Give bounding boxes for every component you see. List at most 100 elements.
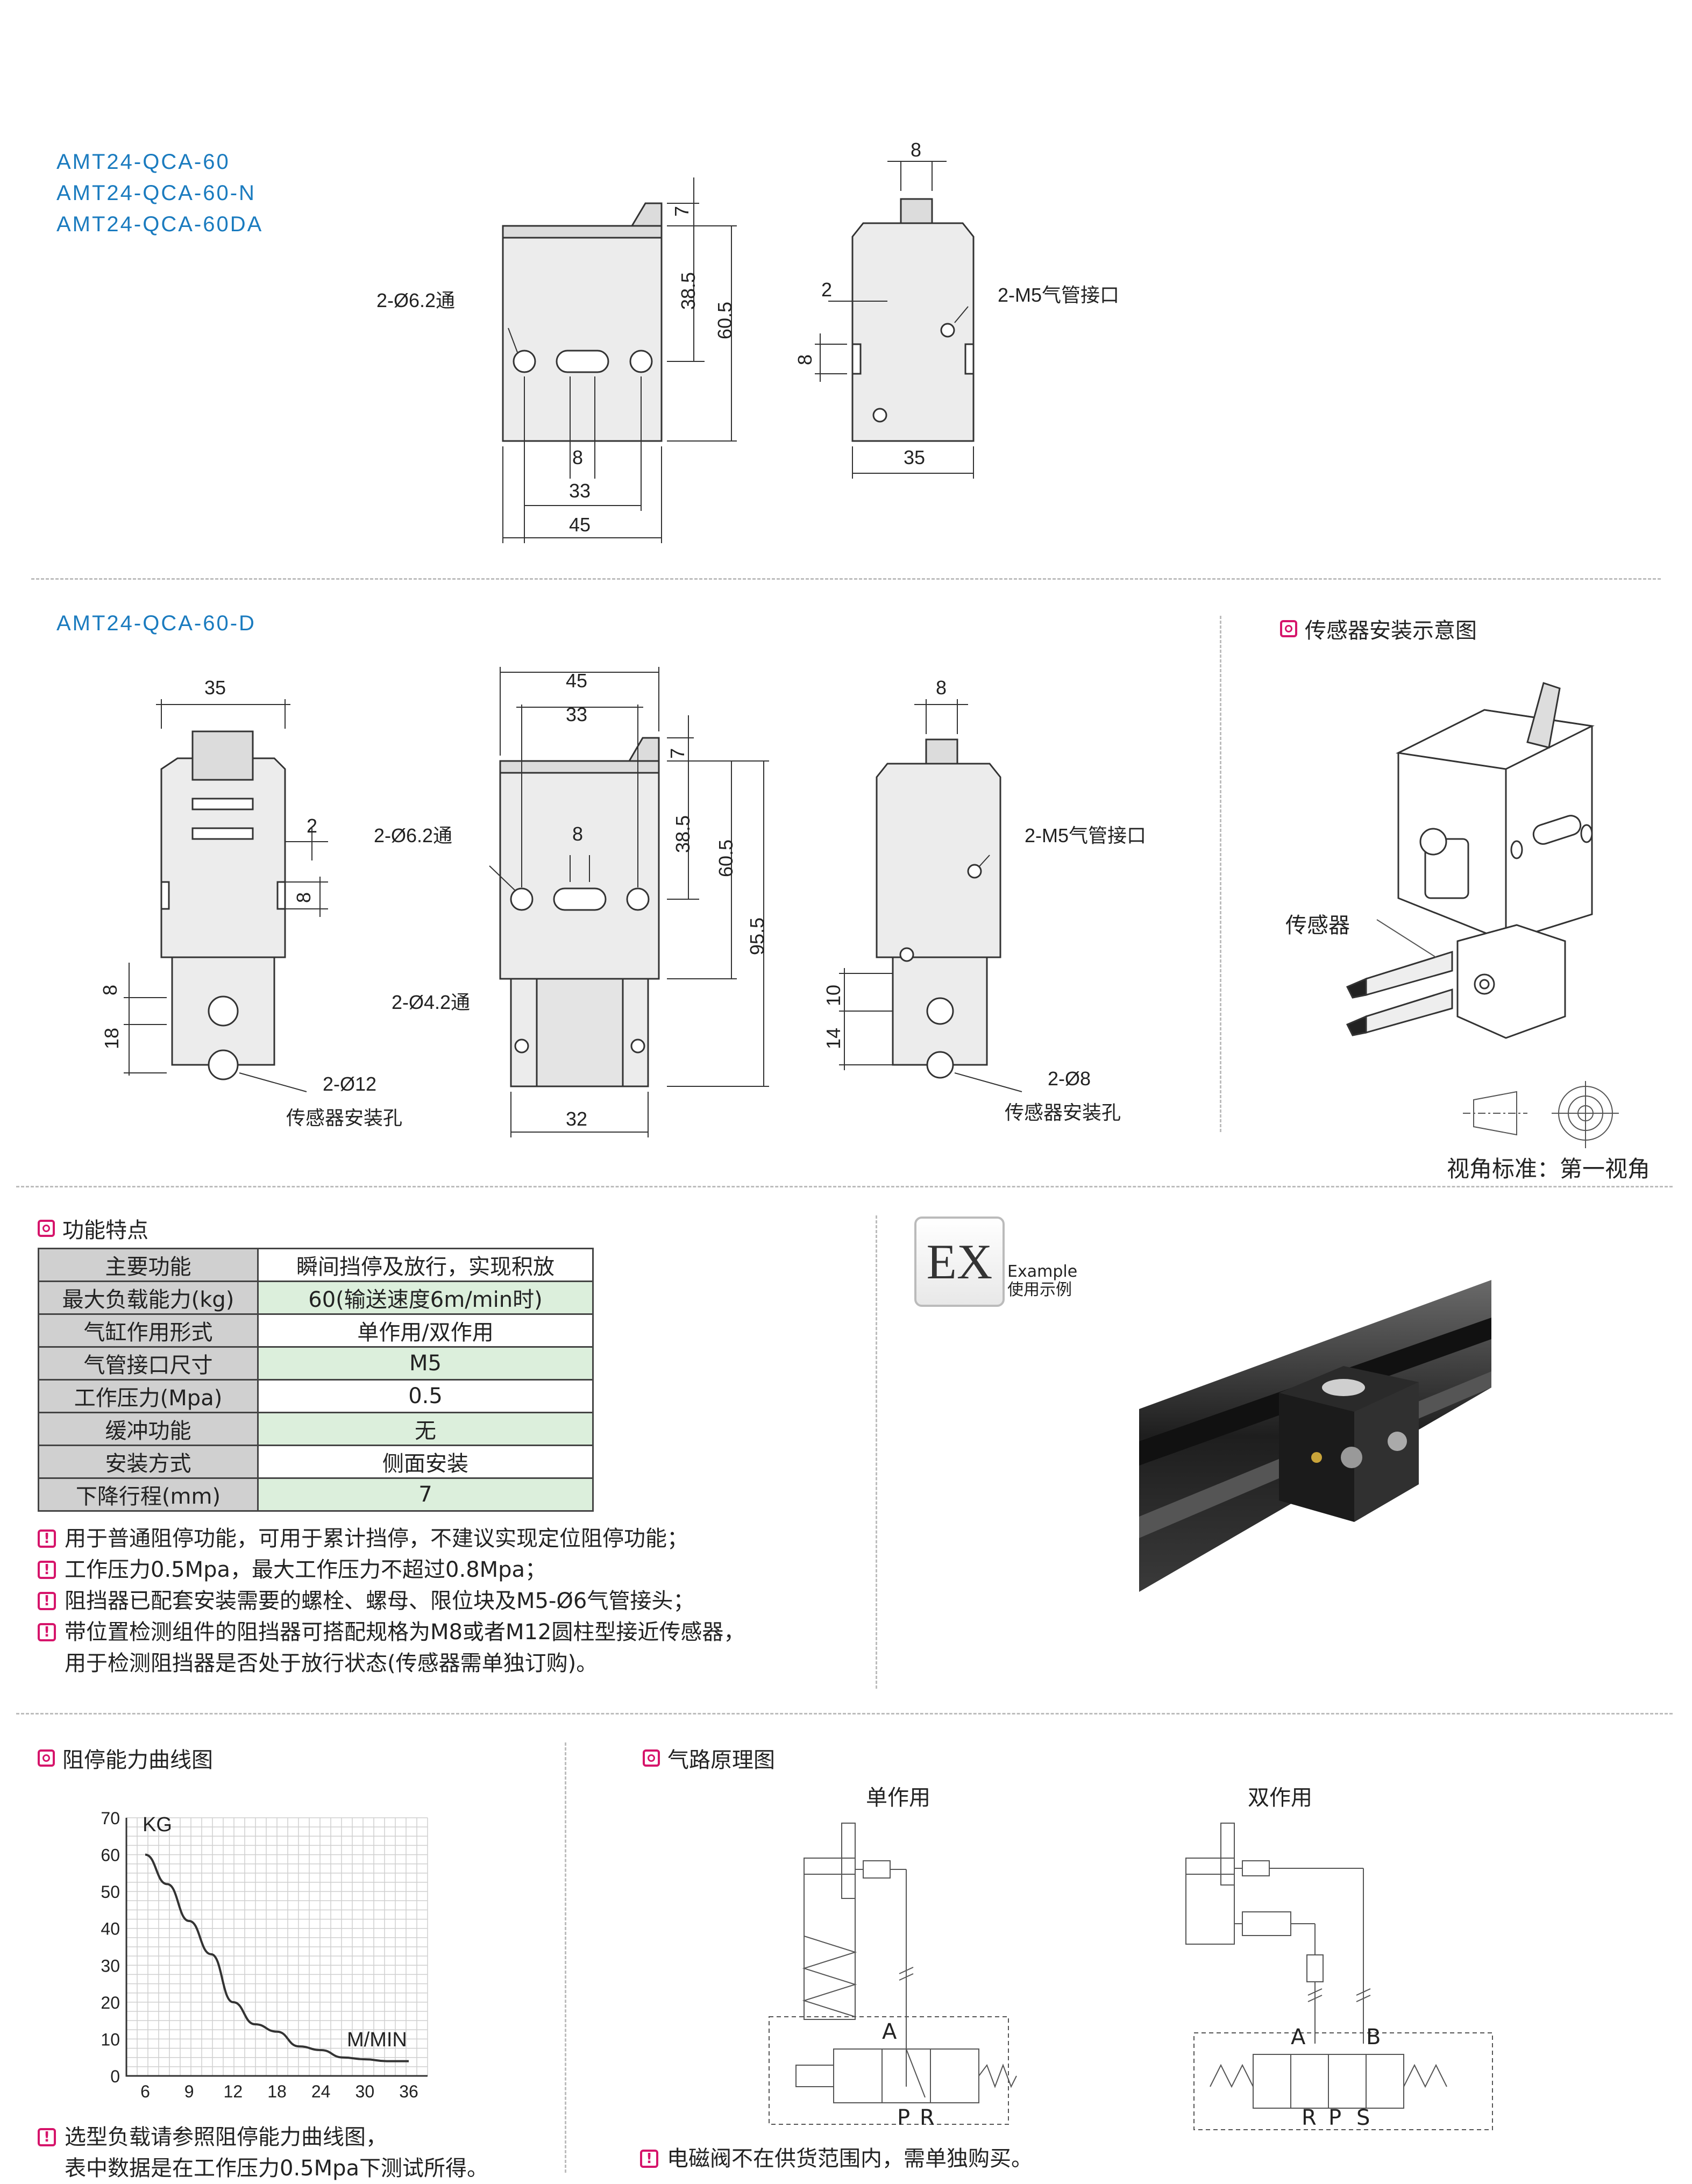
table-row: 安装方式侧面安装 [38,1445,594,1479]
model-list: AMT24-QCA-60 AMT24-QCA-60-N AMT24-QCA-60… [56,146,263,240]
port-r-label: R [920,2105,935,2130]
side-view-top [851,198,975,442]
note-item: !用于普通阻停功能，可用于累计挡停，不建议实现定位阻停功能； [38,1523,745,1554]
spec-value: 无 [257,1412,594,1446]
y-tick-label: 60 [101,1846,120,1865]
dimension: 32 [566,1108,588,1130]
section-icon [38,1749,55,1767]
dimension: 8 [572,446,584,468]
spec-table: 主要功能瞬间挡停及放行，实现积放 最大负载能力(kg)60(输送速度6m/min… [38,1248,594,1512]
divider [31,578,1661,580]
dimension: 45 [569,514,591,536]
note-item: ! 工作压力0.5Mpa，最大工作压力不超过0.8Mpa； [38,1554,745,1585]
sensor-label: 传感器 [1285,914,1350,937]
dimension: 60.5 [715,839,737,878]
hole-label: 2-Ø12 [323,1073,377,1095]
note-text: 阻挡器已配套安装需要的螺栓、螺母、限位块及M5-Ø6气管接头； [65,1589,695,1613]
x-tick-label: 18 [267,2082,287,2101]
note-text: 用于检测阻挡器是否处于放行状态(传感器需单独订购)。 [65,1651,598,1676]
spec-key: 工作压力(Mpa) [38,1379,259,1413]
left-view [160,730,286,1080]
y-tick-label: 0 [110,2067,120,2086]
spec-key: 缓冲功能 [38,1412,259,1446]
table-row: 最大负载能力(kg)60(输送速度6m/min时) [38,1280,594,1315]
dimension: 35 [204,677,226,699]
dimension: 95.5 [746,917,769,956]
chart-axes [125,1818,428,2077]
port-s-label: S [1356,2105,1370,2130]
example-label: Example 使用示例 [1007,1263,1077,1299]
port-p-label: P [1328,2105,1342,2130]
spec-value: 0.5 [257,1379,594,1413]
divider [565,1742,566,2173]
dimension: 2 [307,815,318,837]
divider [16,1713,1673,1715]
spec-value: 60(输送速度6m/min时) [257,1280,594,1315]
x-tick-label: 24 [311,2082,331,2101]
middle-drawings [124,667,1022,1137]
note-text: 电磁阀不在供货范围内，需单独购买。 [667,2146,1033,2171]
spec-value: 瞬间挡停及放行，实现积放 [257,1248,594,1282]
note-text: 用于普通阻停功能，可用于累计挡停，不建议实现定位阻停功能； [65,1526,688,1551]
pneumatic-title: 气路原理图 [643,1742,775,1774]
hole-label: 2-Ø6.2通 [374,824,453,846]
spec-value: 7 [257,1477,594,1512]
table-row: 气缸作用形式单作用/双作用 [38,1313,594,1348]
example-photo [1139,1280,1491,1592]
section-icon [1280,620,1297,637]
spec-key: 气管接口尺寸 [38,1346,259,1381]
dimension: 14 [822,1027,845,1050]
divider [16,1186,1673,1187]
note-item: !选型负载请参照阻停能力曲线图， [38,2122,488,2153]
x-tick-label: 9 [184,2082,194,2101]
x-tick-label: 30 [356,2082,375,2101]
sensor-install-illustration [1346,682,1595,1039]
dimension: 7 [671,205,693,217]
model-name: AMT24-QCA-60-N [56,181,256,205]
warning-icon: ! [38,1561,56,1579]
double-acting-circuit [1185,1823,1493,2130]
port-r-label: R [1302,2105,1317,2130]
table-row: 缓冲功能无 [38,1412,594,1446]
warning-icon: ! [38,1592,56,1610]
y-tick-label: 40 [101,1919,120,1939]
dimension: 8 [911,139,922,161]
y-tick-label: 50 [101,1882,120,1902]
front-view [499,737,660,1087]
note-item: 用于检测阻挡器是否处于放行状态(传感器需单独订购)。 [38,1648,745,1679]
example-stopper [1279,1366,1419,1522]
note-text: 选型负载请参照阻停能力曲线图， [65,2125,387,2150]
dimension: 8 [572,823,584,845]
section-icon [643,1749,660,1767]
y-tick-label: 20 [101,1993,120,2012]
note-text: 工作压力0.5Mpa，最大工作压力不超过0.8Mpa； [65,1557,547,1582]
spec-key: 下降行程(mm) [38,1477,259,1512]
x-axis-label: M/MIN [347,2029,407,2051]
curve-title: 阻停能力曲线图 [38,1742,213,1774]
dimension: 8 [936,677,947,699]
view-standard-label: 视角标准：第一视角 [1447,1156,1651,1182]
x-tick-label: 12 [224,2082,243,2101]
sensor-install-title: 传感器安装示意图 [1280,613,1477,644]
y-axis-label: KG [143,1813,172,1836]
table-row: 主要功能瞬间挡停及放行，实现积放 [38,1248,594,1282]
spec-key: 主要功能 [38,1248,259,1282]
note-item: !带位置检测组件的阻挡器可搭配规格为M8或者M12圆柱型接近传感器， [38,1617,745,1648]
dimension: 60.5 [714,301,736,340]
first-angle-symbol [1463,1081,1619,1148]
chart-series-line [145,1853,409,2062]
table-row: 工作压力(Mpa)0.5 [38,1379,594,1413]
dimension: 8 [293,892,315,904]
divider [876,1215,877,1689]
dimension: 33 [569,480,591,502]
example-badge: EX [914,1217,1005,1307]
hole-label: 2-Ø4.2通 [392,991,471,1013]
dimension: 33 [566,703,588,725]
model-name: AMT24-QCA-60DA [56,212,264,236]
sensor-body [1346,950,1453,1036]
note-item: 表中数据是在工作压力0.5Mpa下测试所得。 [38,2153,488,2184]
port-b-label: B [1366,2025,1381,2050]
spec-key: 安装方式 [38,1445,259,1479]
